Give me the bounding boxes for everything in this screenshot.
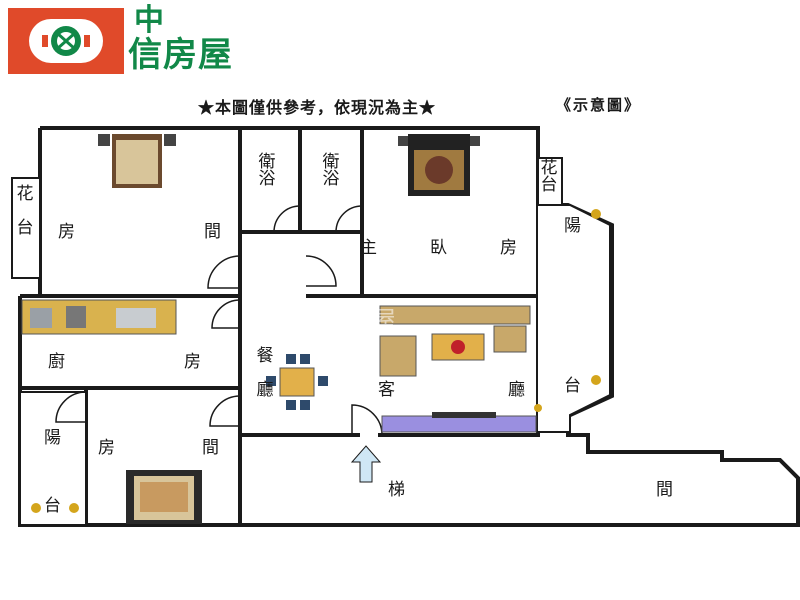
bedroom-top-left-label-1: 房	[58, 222, 75, 242]
master-bedroom-label-3: 房	[500, 238, 517, 258]
dining-table-icon	[266, 354, 328, 410]
label-char: 廳	[256, 380, 274, 400]
flower-box-left-label: 花 台	[16, 186, 34, 237]
flower-box-left	[11, 177, 41, 279]
bed-icon	[98, 134, 176, 188]
flower-box-right	[537, 157, 563, 206]
balcony-right	[538, 204, 611, 433]
watermark: 信居屋	[322, 306, 397, 334]
label-char: 台	[16, 218, 34, 238]
kitchen-counter-icon	[21, 299, 177, 335]
stairwell-label-1: 梯	[388, 480, 405, 500]
flower-box-right-label: 花 台	[540, 160, 558, 194]
logo-mark-icon	[29, 19, 103, 63]
label-char: 浴	[322, 169, 340, 189]
bathroom-1-label: 衛 浴	[258, 154, 276, 188]
sofa-icon	[379, 305, 531, 377]
logo	[8, 8, 124, 74]
schematic-label: 《示意圖》	[556, 96, 642, 114]
plant-icon	[31, 209, 601, 513]
tv-cabinet-icon	[381, 412, 537, 433]
kitchen-label-2: 房	[184, 352, 201, 372]
bedroom-bottom-left-label-1: 房	[98, 438, 115, 458]
brand-line2: 信房屋	[128, 35, 233, 75]
entrance-arrow-icon	[350, 445, 382, 483]
label-char: 衛	[258, 152, 276, 172]
label-char: 餐	[256, 346, 274, 366]
bathroom-2-label: 衛 浴	[322, 154, 340, 188]
label-char: 花	[540, 158, 558, 178]
bedroom-bottom-left-label-2: 間	[202, 438, 219, 458]
balcony-left-label-1: 陽	[44, 428, 61, 448]
bed-icon	[398, 134, 480, 196]
dining-room-label: 餐 廳	[256, 348, 274, 399]
label-char: 浴	[258, 169, 276, 189]
balcony-right-label-1: 陽	[564, 216, 581, 236]
balcony-left-label-2: 台	[44, 496, 61, 516]
bed-icon	[126, 470, 202, 524]
balcony-right-label-2: 台	[564, 376, 581, 396]
label-char: 花	[16, 184, 34, 204]
label-char: 台	[540, 175, 558, 195]
living-room-label-1: 客	[378, 380, 395, 400]
stairwell-label-2: 間	[656, 480, 673, 500]
bedroom-top-left-label-2: 間	[204, 222, 221, 242]
living-room-label-2: 廳	[508, 380, 525, 400]
reference-notice: ★本圖僅供參考，依現況為主★	[198, 98, 437, 117]
kitchen-label-1: 廚	[48, 352, 65, 372]
label-char: 衛	[322, 152, 340, 172]
brand-name: 中 信房屋	[128, 3, 233, 75]
brand-line1: 中	[134, 3, 164, 38]
master-bedroom-label-2: 臥	[430, 238, 447, 258]
balcony-left	[19, 391, 87, 526]
master-bedroom-label-1: 主	[360, 238, 377, 258]
